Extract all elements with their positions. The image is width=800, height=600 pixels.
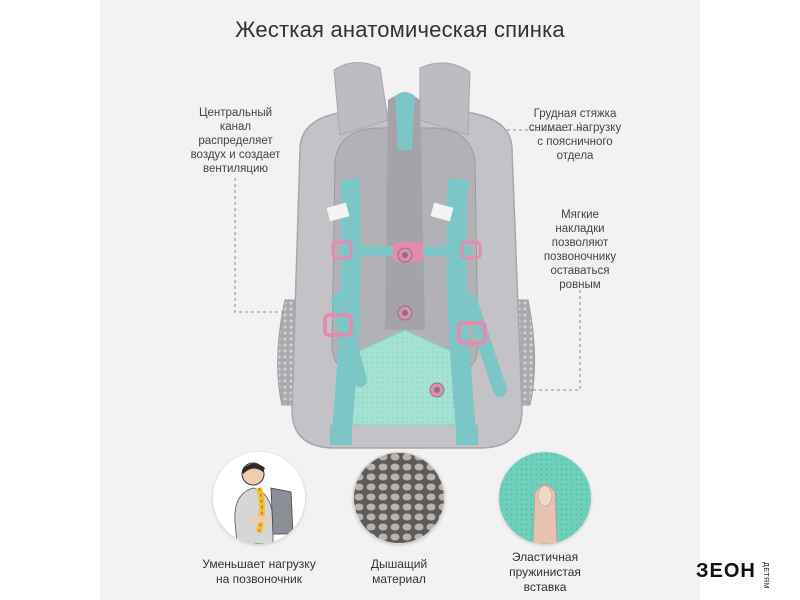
- elastic-insert-icon: [499, 452, 591, 544]
- brand-sublabel: ДЕТЯМ: [762, 562, 769, 589]
- mesh-fabric-icon: [353, 452, 445, 544]
- page-title: Жесткая анатомическая спинка: [235, 17, 565, 42]
- strap-right: [446, 178, 476, 430]
- feature-caption-elastic: Эластичная пружинистая вставка: [509, 550, 581, 594]
- spine-support-icon: [213, 452, 305, 544]
- feature-mesh-image: [353, 452, 445, 544]
- feature-caption-spine: Уменьшает нагрузку на позвоночник: [202, 557, 316, 586]
- shoulder-top-left: [333, 62, 389, 136]
- shoulder-top-right: [419, 62, 471, 136]
- callout-soft-pads: Мягкие накладки позволяют позвоночнику о…: [543, 209, 617, 291]
- callout-chest-strap: Грудная стяжка снимает нагрузку с поясни…: [528, 108, 622, 162]
- callout-ventilation: Центральный канал распределяет воздух и …: [190, 107, 281, 175]
- brand-logo: ЗЕОН: [696, 560, 756, 582]
- feature-caption-mesh: Дышащий материал: [370, 557, 428, 586]
- feature-spine-image: [213, 452, 305, 544]
- feature-elastic-image: [499, 452, 591, 544]
- central-channel: [385, 94, 425, 330]
